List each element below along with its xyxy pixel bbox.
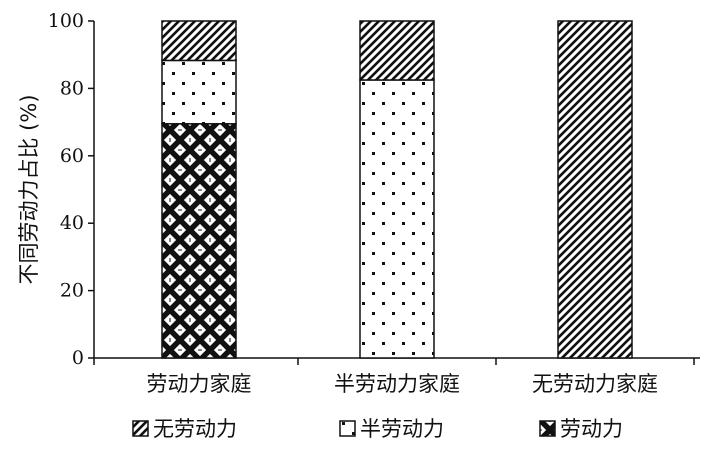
x-category-label: 无劳动力家庭 bbox=[532, 372, 658, 396]
legend-swatch bbox=[539, 420, 556, 437]
bar-segment bbox=[359, 20, 435, 81]
bar-segment bbox=[161, 123, 237, 359]
legend-item: 半劳动力 bbox=[339, 417, 444, 441]
x-category-label: 半劳动力家庭 bbox=[334, 372, 460, 396]
y-tick-label: 20 bbox=[60, 280, 84, 302]
legend-label: 无劳动力 bbox=[153, 417, 237, 441]
y-axis-label: 不同劳动力占比 (%) bbox=[17, 94, 41, 284]
legend-label: 半劳动力 bbox=[360, 417, 444, 441]
x-category-label: 劳动力家庭 bbox=[147, 372, 252, 396]
y-tick-label: 100 bbox=[48, 10, 84, 32]
legend: 无劳动力 半劳动力 劳动力 bbox=[132, 417, 623, 441]
legend-item: 无劳动力 bbox=[132, 417, 237, 441]
bar-segment bbox=[359, 79, 435, 359]
bars bbox=[161, 20, 633, 359]
legend-swatch bbox=[132, 420, 149, 437]
legend-item: 劳动力 bbox=[539, 417, 623, 441]
legend-label: 劳动力 bbox=[560, 417, 623, 441]
legend-swatch bbox=[339, 420, 356, 437]
y-tick-label: 0 bbox=[72, 347, 84, 369]
y-tick-label: 60 bbox=[60, 145, 84, 167]
y-tick-label: 80 bbox=[60, 77, 84, 99]
bar-segment bbox=[161, 20, 237, 62]
bar-segment bbox=[557, 20, 633, 359]
bar-segment bbox=[161, 59, 237, 125]
axis-labels: 0 20 40 60 80 100 劳动力家庭 半劳动力家庭 无劳动力家庭 不同劳动力占比 (%) bbox=[17, 10, 658, 396]
y-tick-label: 40 bbox=[60, 212, 84, 234]
